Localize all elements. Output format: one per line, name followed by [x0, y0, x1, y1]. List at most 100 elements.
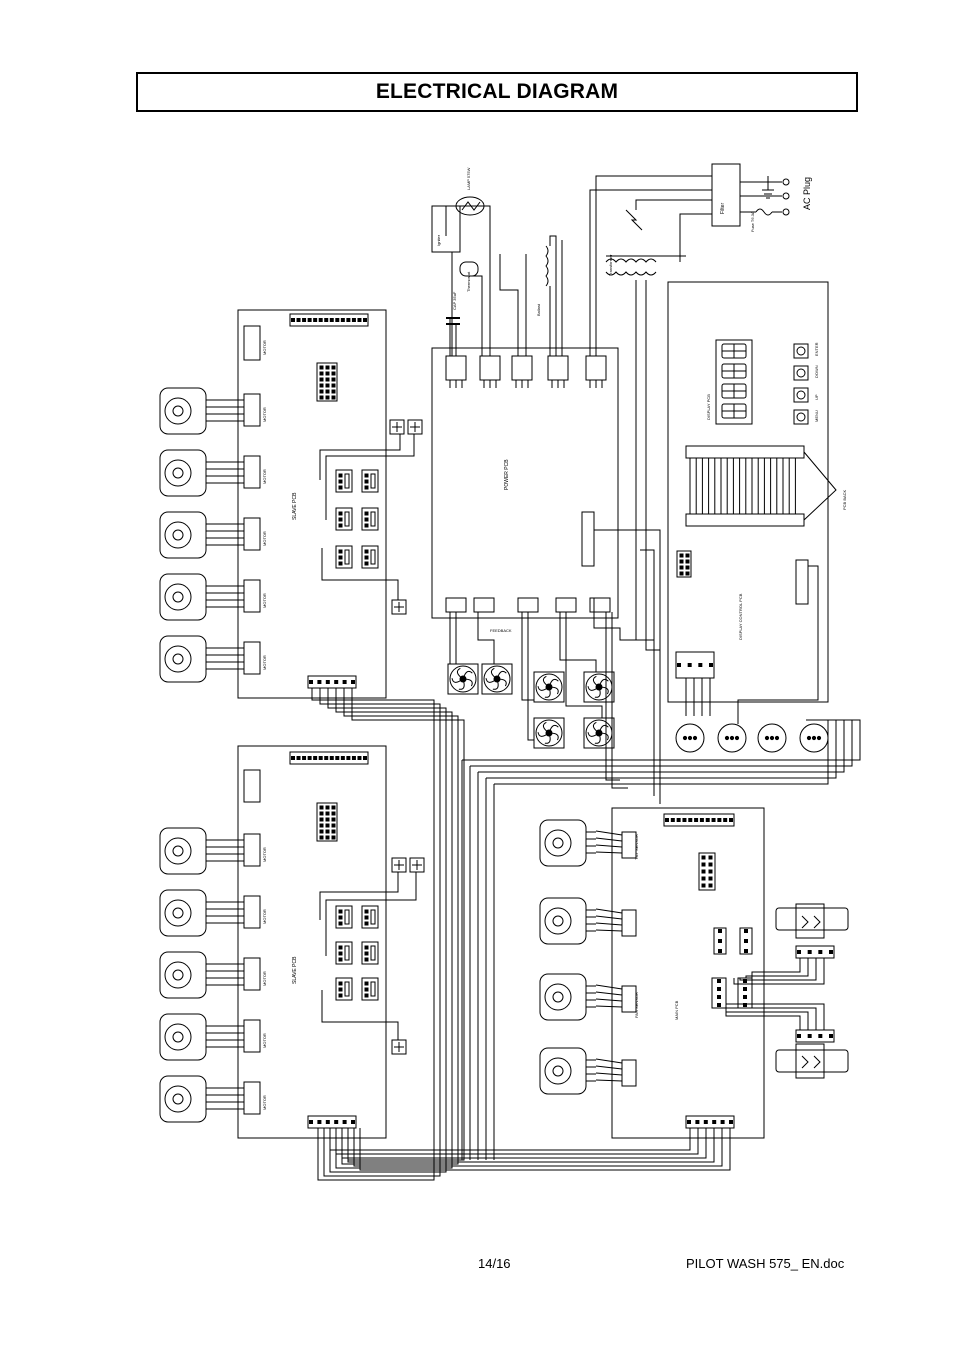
- sensor-arrows: [801, 915, 821, 929]
- header-pin: [729, 1120, 733, 1124]
- main-pcb-label: MAIN PCB: [674, 1000, 679, 1020]
- header-pin: [818, 950, 823, 954]
- slave-pcb-1-hall-sensor: [407, 419, 423, 435]
- slave-pcb-1-relay: [335, 469, 353, 493]
- relay-coil: [370, 473, 376, 489]
- ac-terminal: [782, 178, 790, 186]
- upper-sensor-bracket: [775, 907, 849, 931]
- relay-pin: [338, 981, 343, 986]
- pan-sensor-motor: [539, 973, 596, 1021]
- motor-flange: [164, 1023, 192, 1051]
- motor-shaft: [552, 915, 564, 927]
- thermostat-body: [459, 261, 479, 277]
- slave-pcb-2-relay: [335, 941, 353, 965]
- header-pin: [340, 756, 345, 760]
- header-pin: [329, 756, 334, 760]
- fan-hub: [595, 729, 603, 737]
- header-pin: [307, 756, 312, 760]
- header-body: [739, 927, 753, 955]
- main-pcb-jumper-grid: [698, 852, 716, 891]
- cooling-fan: [533, 671, 565, 703]
- motor-body: [159, 511, 207, 559]
- fan-ring: [535, 719, 563, 747]
- wiring-layer: [216, 175, 861, 1181]
- grid-pin: [679, 571, 684, 576]
- power-pcb-fan-connector: [445, 597, 467, 613]
- grid-pin: [325, 371, 330, 376]
- motor-shaft: [172, 591, 184, 603]
- key-down-button: [793, 365, 809, 381]
- header-pin: [829, 950, 833, 954]
- ballast-label: Ballast: [536, 303, 541, 316]
- header-pin: [317, 1120, 322, 1124]
- grid-pin: [708, 862, 713, 867]
- relay-coil: [370, 909, 376, 925]
- relay-pin: [364, 511, 369, 516]
- fan-hub: [459, 675, 467, 683]
- slave-pcb-1-stepper-motor: [159, 635, 216, 683]
- header-pin: [313, 756, 318, 760]
- relay-coil: [370, 945, 376, 961]
- header-pin: [342, 680, 347, 684]
- grid-pin: [319, 365, 324, 370]
- grid-pin: [679, 565, 684, 570]
- grid-pin: [331, 835, 336, 840]
- relay-body: [361, 941, 379, 965]
- fan-hub: [595, 683, 603, 691]
- slave-pcb-1-relay: [335, 507, 353, 531]
- slave-pcb-2-label: SLAVE PCB: [292, 956, 298, 984]
- cooling-fan: [583, 671, 615, 703]
- relay-body: [335, 905, 353, 929]
- relay-coil: [344, 511, 350, 527]
- header-pin: [703, 1120, 708, 1124]
- grid-pin: [325, 383, 330, 388]
- transformer-label: Transformer: [608, 254, 613, 276]
- xlr-pin: [682, 735, 688, 741]
- relay-body: [361, 507, 379, 531]
- slave-pcb-1-hall-sensor: [391, 599, 407, 615]
- grid-pin: [331, 811, 336, 816]
- grid-pin: [319, 371, 324, 376]
- motor-connector-label: MOTOR: [262, 847, 267, 862]
- page-title: ELECTRICAL DIAGRAM: [375, 80, 619, 103]
- header-pin: [342, 1120, 347, 1124]
- relay-pin: [338, 909, 343, 914]
- motor-connector-label: MOTOR: [262, 407, 267, 422]
- grid-pin: [325, 389, 330, 394]
- relay-body: [361, 469, 379, 493]
- ac-terminal: [782, 192, 790, 200]
- header-pin: [807, 1034, 812, 1038]
- motor-shaft: [552, 1065, 564, 1077]
- header-pin: [688, 818, 693, 822]
- slave-pcb-1-motor-connector: [243, 641, 261, 675]
- slave-pcb-2-relay: [361, 977, 379, 1001]
- header-pin: [676, 818, 681, 822]
- xlr-pin: [687, 735, 693, 741]
- fan-ring: [585, 719, 613, 747]
- fan-ring: [535, 673, 563, 701]
- header-pin: [695, 1120, 700, 1124]
- header-pin: [318, 756, 323, 760]
- tilt-sensor-motor: [539, 819, 596, 867]
- header-pin: [313, 318, 318, 322]
- slave-pcb-2-bus-connector: [307, 1115, 357, 1129]
- motor-connector-label: MOTOR: [262, 469, 267, 484]
- grid-pin: [685, 553, 690, 558]
- slave-pcb-2-hall-sensor: [391, 857, 407, 873]
- motor-flange: [544, 983, 572, 1011]
- motor-shaft: [172, 845, 184, 857]
- relay-pin: [338, 517, 343, 522]
- transformer-primary: [605, 258, 657, 263]
- key-cap: [796, 412, 806, 422]
- display-pcb-label: DISPLAY PCB: [706, 394, 711, 420]
- slave-pcb-2-jumper-grid: [316, 802, 338, 842]
- header-body: [795, 945, 835, 959]
- grid-frame: [316, 802, 338, 842]
- slave-pcb-1-label: SLAVE PCB: [292, 492, 298, 520]
- header-body: [289, 313, 369, 327]
- grid-pin: [331, 371, 336, 376]
- transformer-tap: [625, 209, 643, 231]
- hall-body: [391, 857, 407, 873]
- cooling-fan: [583, 717, 615, 749]
- header-body: [289, 751, 369, 765]
